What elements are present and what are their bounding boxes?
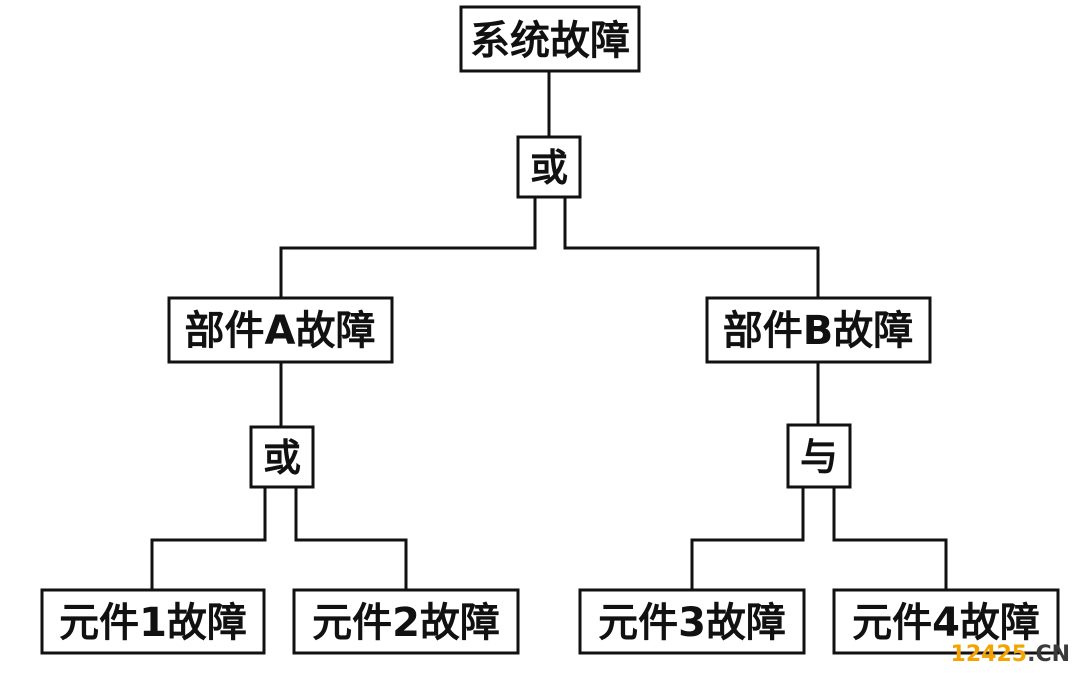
part-a-label: 部件A故障 bbox=[185, 308, 376, 354]
edge-gate-to-part-b bbox=[563, 197, 820, 298]
part-a-or-gate: 或 bbox=[249, 425, 315, 489]
top-event-label: 系统故障 bbox=[470, 18, 630, 64]
top-gate-label: 或 bbox=[530, 146, 568, 190]
edge-gate-a-to-comp1 bbox=[150, 487, 267, 590]
edge-gate-b-to-comp3 bbox=[690, 487, 805, 590]
watermark: 12425.CN bbox=[951, 642, 1070, 667]
edge-gate-to-part-a bbox=[279, 197, 537, 298]
edge-gate-a-to-comp2 bbox=[294, 487, 408, 590]
watermark-text: 12425.CN bbox=[951, 642, 1070, 667]
edge-gate-b-to-comp4 bbox=[832, 487, 948, 590]
part-a-node: 部件A故障 bbox=[167, 296, 394, 364]
component-4-label: 元件4故障 bbox=[852, 600, 1040, 646]
component-1-label: 元件1故障 bbox=[59, 600, 247, 646]
part-b-node: 部件B故障 bbox=[705, 296, 932, 364]
component-1-node: 元件1故障 bbox=[40, 588, 266, 655]
part-b-label: 部件B故障 bbox=[723, 308, 914, 354]
part-b-and-gate: 与 bbox=[786, 423, 852, 489]
component-4-node: 元件4故障 bbox=[832, 588, 1060, 655]
watermark-suffix: CN bbox=[1035, 642, 1070, 667]
component-3-node: 元件3故障 bbox=[578, 588, 806, 655]
component-3-label: 元件3故障 bbox=[598, 600, 786, 646]
watermark-dot: . bbox=[1027, 642, 1035, 667]
connector-lines bbox=[150, 71, 948, 590]
watermark-number: 12425 bbox=[951, 642, 1028, 667]
component-2-node: 元件2故障 bbox=[292, 588, 520, 655]
top-event-node: 系统故障 bbox=[459, 5, 641, 73]
top-or-gate: 或 bbox=[516, 135, 582, 199]
gate-a-label: 或 bbox=[263, 436, 301, 480]
component-2-label: 元件2故障 bbox=[312, 600, 500, 646]
gate-b-label: 与 bbox=[800, 435, 838, 479]
